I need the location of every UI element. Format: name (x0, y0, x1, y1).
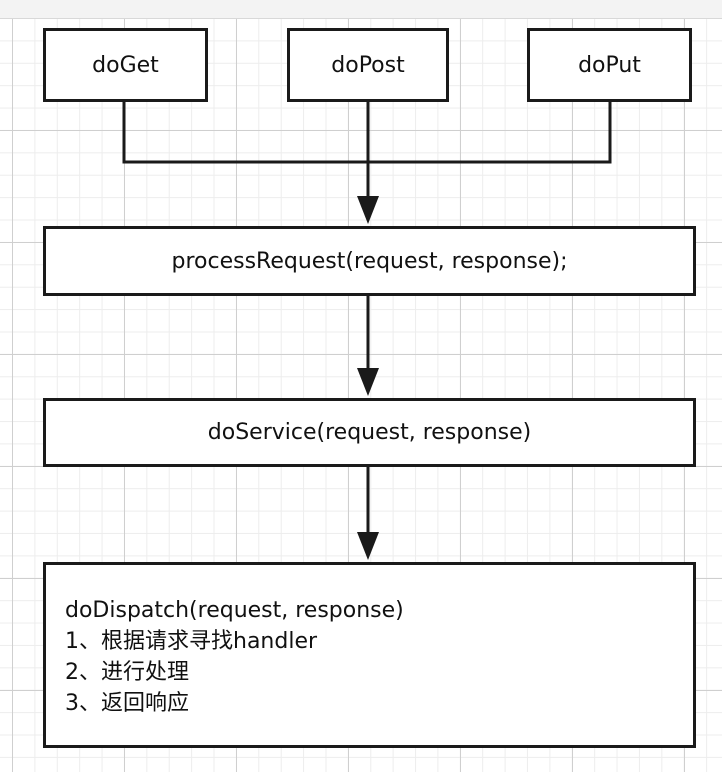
node-do-service[interactable]: doService(request, response) (43, 398, 696, 467)
node-doget[interactable]: doGet (43, 28, 208, 102)
node-do-dispatch-step-1: 1、根据请求寻找handler (65, 629, 318, 654)
node-do-dispatch-step-2: 2、进行处理 (65, 660, 189, 685)
node-process-request[interactable]: processRequest(request, response); (43, 226, 696, 296)
node-dopost-label: doPost (331, 52, 405, 78)
node-doput-label: doPut (578, 52, 641, 78)
node-do-service-label: doService(request, response) (207, 420, 532, 445)
arrowhead-process (357, 196, 379, 224)
node-do-dispatch-title: doDispatch(request, response) (65, 598, 404, 623)
node-do-dispatch-step-3: 3、返回响应 (65, 691, 189, 716)
edge-doget-merge (122, 102, 368, 164)
edge-doput-merge (368, 102, 612, 164)
canvas-top-strip (0, 0, 722, 19)
node-doput[interactable]: doPut (527, 28, 692, 102)
arrowhead-dispatch (357, 532, 379, 560)
node-dopost[interactable]: doPost (287, 28, 449, 102)
node-process-request-label: processRequest(request, response); (171, 248, 568, 274)
arrowhead-service (357, 368, 379, 396)
node-doget-label: doGet (92, 52, 159, 78)
node-do-dispatch[interactable]: doDispatch(request, response) 1、根据请求寻找ha… (43, 562, 696, 748)
